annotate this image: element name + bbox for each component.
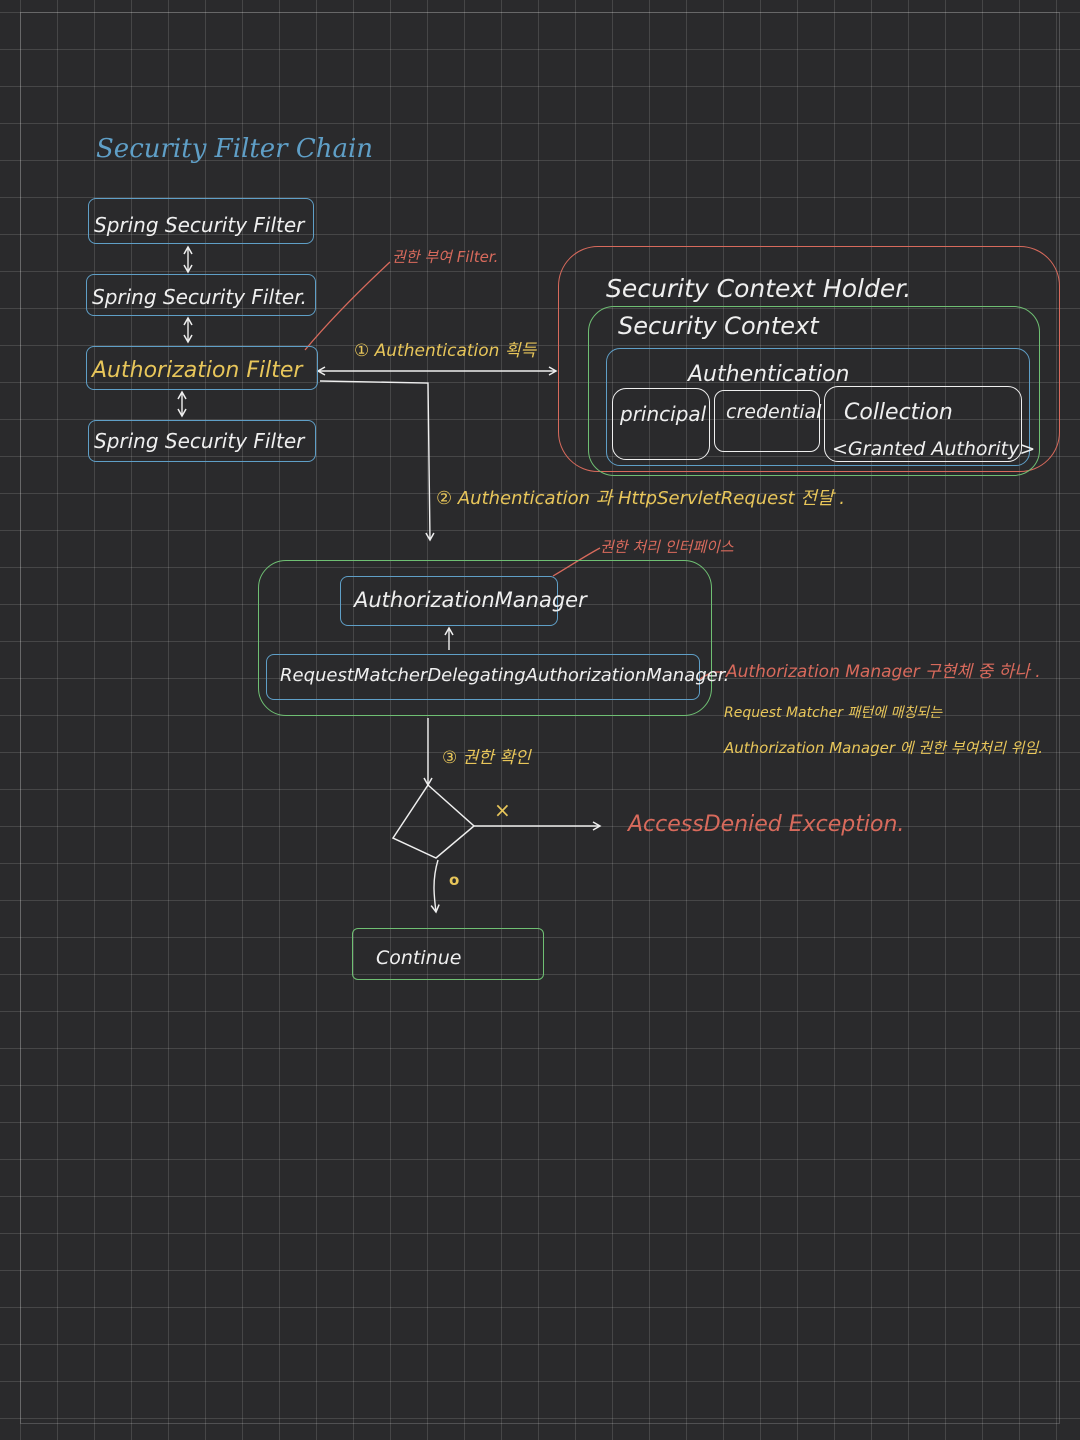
authentication-label: Authentication	[688, 362, 850, 387]
collection-label: Collection	[844, 400, 953, 425]
security-context-holder	[558, 246, 1060, 472]
delegating-manager-label: RequestMatcherDelegatingAuthorizationMan…	[280, 665, 730, 686]
allow-arrow	[430, 859, 440, 914]
manager-interface-leader	[552, 547, 601, 577]
authorization-manager-label: AuthorizationManager	[354, 588, 587, 612]
step3-label: ③ 권한 확인	[442, 748, 531, 768]
authorization-manager-group	[258, 560, 712, 716]
decision-diamond	[391, 783, 476, 859]
continue-box	[352, 928, 544, 980]
authz-filter-note: 권한 부여 Filter.	[392, 248, 499, 266]
spring-security-filter-4	[88, 420, 316, 462]
page-frame	[20, 12, 1060, 1424]
credential-label: credential	[726, 401, 822, 423]
access-denied-exception: AccessDenied Exception.	[628, 812, 905, 837]
security-context-holder-label: Security Context Holder.	[606, 274, 912, 303]
deny-mark: ×	[494, 798, 511, 822]
chain-title: Security Filter Chain	[96, 134, 374, 164]
step2-arrow	[319, 380, 435, 542]
spring-security-filter-4-label: Spring Security Filter	[94, 429, 305, 453]
authentication-box	[606, 348, 1030, 466]
principal-label: principal	[620, 402, 707, 426]
spring-security-filter-2-label: Spring Security Filter.	[92, 285, 307, 309]
authorization-filter	[86, 346, 318, 390]
manager-interface-note: 권한 처리 인터페이스	[600, 538, 734, 556]
spring-security-filter-2	[86, 274, 316, 316]
impl-note-leader	[697, 671, 724, 681]
authorization-filter-label: Authorization Filter	[92, 358, 303, 383]
step1-label: ① Authentication 획득	[354, 341, 537, 361]
principal-box	[612, 388, 710, 460]
spring-security-filter-1	[88, 198, 314, 244]
step2-label: ② Authentication 과 HttpServletRequest 전달…	[436, 488, 845, 509]
impl-note: Authorization Manager 구현체 중 하나 .	[726, 662, 1041, 682]
granted-authority-label: <Granted Authority>	[832, 438, 1036, 460]
authz-filter-leader	[304, 261, 391, 351]
allow-mark: o	[449, 871, 460, 889]
spring-security-filter-1-label: Spring Security Filter	[94, 213, 305, 237]
continue-label: Continue	[376, 947, 462, 969]
authorization-manager-box	[340, 576, 558, 626]
delegating-manager-box	[266, 654, 700, 700]
security-context-label: Security Context	[618, 312, 819, 340]
credential-box	[714, 390, 820, 452]
security-context	[588, 306, 1040, 476]
delegate-note-line1: Request Matcher 패턴에 매칭되는	[724, 705, 943, 721]
delegate-note-line2: Authorization Manager 에 권한 부여처리 위임.	[724, 739, 1044, 757]
collection-box	[824, 386, 1022, 462]
